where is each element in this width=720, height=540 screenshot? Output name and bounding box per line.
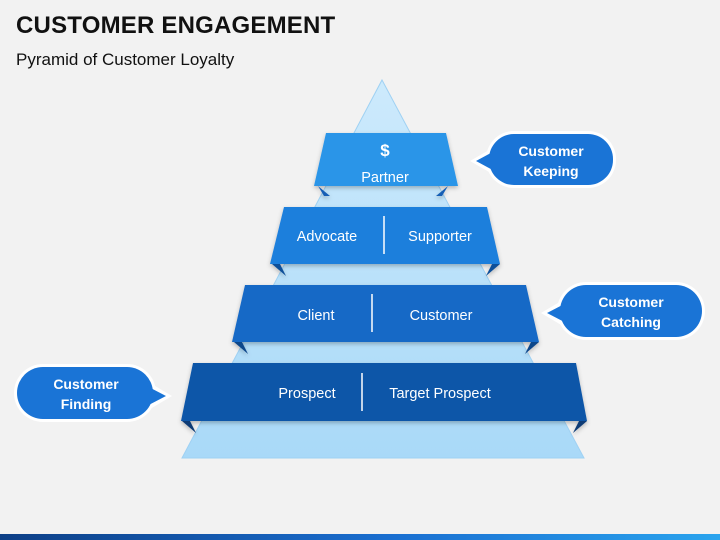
callout-catching-line1: Customer	[598, 294, 664, 310]
tier-partner-label: Partner	[361, 170, 409, 186]
page-title: CUSTOMER ENGAGEMENT	[16, 12, 336, 39]
callout-customer-catching	[541, 282, 705, 340]
callout-catching-line2: Catching	[601, 314, 661, 330]
footer-accent-bar	[0, 534, 720, 540]
tier4-left-label: Prospect	[278, 386, 335, 402]
dollar-icon: $	[380, 141, 390, 160]
tier3-left-label: Client	[297, 308, 334, 324]
tier2-left-label: Advocate	[297, 229, 357, 245]
callout-customer-finding	[14, 364, 172, 422]
callout-finding-line2: Finding	[61, 396, 112, 412]
tier2-right-label: Supporter	[408, 229, 472, 245]
callout-keeping-line1: Customer	[518, 143, 584, 159]
tier-client-customer	[232, 285, 539, 354]
tier-prospect	[181, 363, 587, 433]
tier-partner	[314, 133, 458, 196]
tier4-right-label: Target Prospect	[389, 386, 491, 402]
tier-advocate-supporter	[270, 207, 500, 276]
page-subtitle: Pyramid of Customer Loyalty	[16, 50, 235, 69]
callout-keeping-line2: Keeping	[523, 163, 578, 179]
callout-customer-keeping	[470, 131, 616, 188]
callout-finding-line1: Customer	[53, 376, 119, 392]
tier3-right-label: Customer	[410, 308, 473, 324]
